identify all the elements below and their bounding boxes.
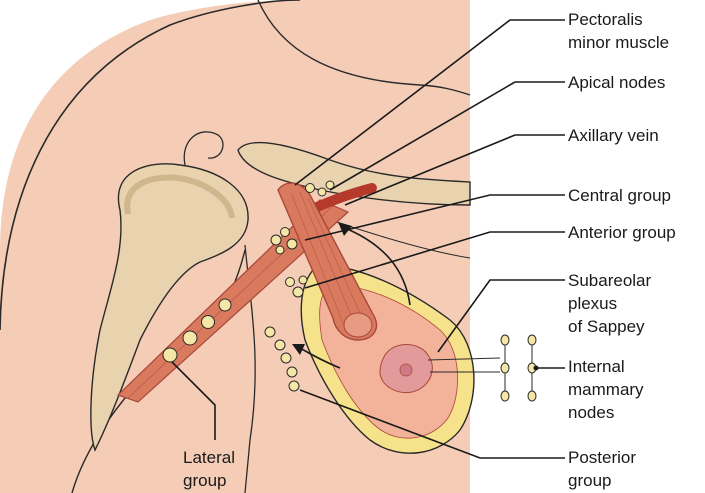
label-internal-mammary-nodes: Internal mammary nodes (568, 357, 648, 422)
label-anterior-group: Anterior group (568, 223, 676, 242)
label-posterior-group: Posterior group (568, 448, 641, 490)
label-central-group: Central group (568, 186, 671, 205)
nipple (400, 364, 412, 376)
pectoralis-minor-cut (344, 313, 372, 337)
label-apical-nodes: Apical nodes (568, 73, 665, 92)
leader-dot-internal-mammary (534, 366, 539, 371)
label-pectoralis-minor: Pectoralis minor muscle (568, 10, 669, 52)
label-axillary-vein: Axillary vein (568, 126, 659, 145)
internal-mammary-chains (501, 335, 536, 401)
label-subareolar-plexus: Subareolar plexus of Sappey (568, 271, 656, 336)
